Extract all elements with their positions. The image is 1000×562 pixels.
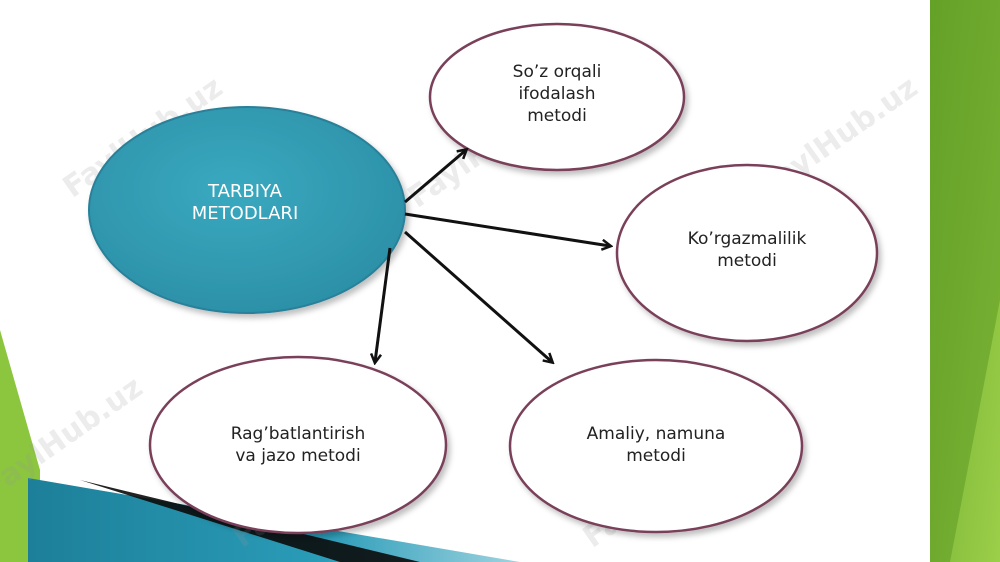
node-shape-ragbat xyxy=(148,355,448,535)
node-line: va jazo metodi xyxy=(235,446,361,466)
node-label-ragbat: Rag’batlantirish va jazo metodi xyxy=(188,420,408,470)
node-line: ifodalash xyxy=(518,84,596,104)
node-shape-korgazmalilik xyxy=(615,163,879,343)
node-line: Amaliy, namuna xyxy=(586,424,726,444)
node-line: metodi xyxy=(626,446,686,466)
node-label-soz: So’z orqali ifodalash metodi xyxy=(457,58,657,130)
node-label-korgazmalilik: Ko’rgazmalilik metodi xyxy=(637,225,857,275)
arrow-to-ragbat xyxy=(375,247,392,362)
node-line: metodi xyxy=(527,106,587,126)
center-node-shape xyxy=(88,106,406,314)
node-line: Rag’batlantirish xyxy=(230,424,366,444)
center-line-1: TARBIYA xyxy=(208,181,282,202)
arrow-to-korgazmalilik xyxy=(404,212,610,246)
node-line: So’z orqali xyxy=(512,62,602,82)
node-shape-soz xyxy=(428,22,686,172)
arrow-to-soz xyxy=(404,150,466,204)
center-line-2: METODLARI xyxy=(191,203,299,224)
right-green-bar xyxy=(930,0,1000,562)
node-line: Ko’rgazmalilik xyxy=(687,229,807,249)
node-label-amaliy: Amaliy, namuna metodi xyxy=(546,420,766,470)
node-line: metodi xyxy=(717,251,777,271)
arrow-to-amaliy xyxy=(404,230,552,362)
node-shape-amaliy xyxy=(508,358,804,534)
center-node-label: TARBIYA METODLARI xyxy=(140,175,350,231)
